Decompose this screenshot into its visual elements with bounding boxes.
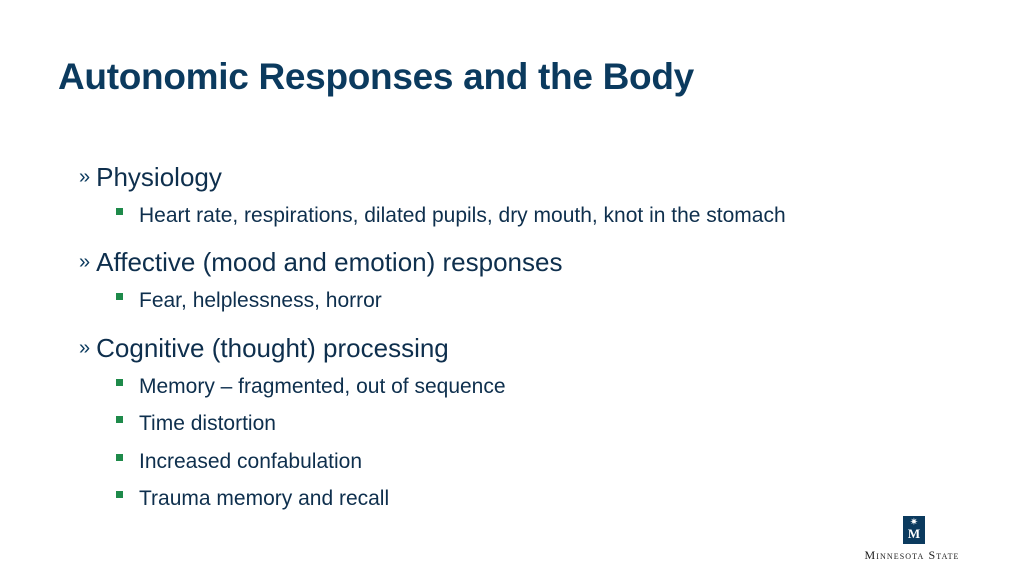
bullet-affective: »Affective (mood and emotion) responses	[79, 247, 562, 280]
sub-bullet-label: Increased confabulation	[139, 450, 362, 473]
sub-bullet: Memory – fragmented, out of sequence	[116, 374, 506, 400]
bullet-cognitive: »Cognitive (thought) processing	[79, 333, 449, 366]
sub-bullet: Time distortion	[116, 411, 276, 437]
sub-bullet-label: Time distortion	[139, 412, 276, 435]
chevron-bullet-icon: »	[79, 251, 91, 273]
sub-bullet-label: Trauma memory and recall	[139, 487, 390, 510]
square-bullet-icon	[116, 416, 123, 423]
chevron-bullet-icon: »	[79, 166, 91, 188]
bullet-label: Affective (mood and emotion) responses	[96, 247, 563, 277]
sub-bullet-label: Heart rate, respirations, dilated pupils…	[139, 204, 786, 227]
sub-bullet-label: Fear, helplessness, horror	[139, 289, 382, 312]
sub-bullet: Trauma memory and recall	[116, 486, 389, 512]
bullet-physiology: »Physiology	[79, 162, 222, 195]
square-bullet-icon	[116, 208, 123, 215]
logo-wordmark: Minnesota State	[864, 548, 960, 562]
logo-emblem: ✷ M	[903, 516, 925, 544]
sub-bullet: Increased confabulation	[116, 449, 362, 475]
bullet-label: Cognitive (thought) processing	[96, 333, 449, 363]
chevron-bullet-icon: »	[79, 337, 91, 359]
square-bullet-icon	[116, 491, 123, 498]
sub-bullet: Fear, helplessness, horror	[116, 288, 382, 314]
logo-emblem-letter: M	[907, 526, 921, 541]
square-bullet-icon	[116, 379, 123, 386]
north-star-icon: ✷	[909, 517, 919, 528]
sub-bullet: Heart rate, respirations, dilated pupils…	[116, 203, 786, 229]
sub-bullet-label: Memory – fragmented, out of sequence	[139, 375, 506, 398]
square-bullet-icon	[116, 454, 123, 461]
slide-title: Autonomic Responses and the Body	[58, 56, 694, 97]
minnesota-state-logo: ✷ M Minnesota State	[852, 516, 972, 562]
square-bullet-icon	[116, 293, 123, 300]
bullet-label: Physiology	[96, 162, 222, 192]
